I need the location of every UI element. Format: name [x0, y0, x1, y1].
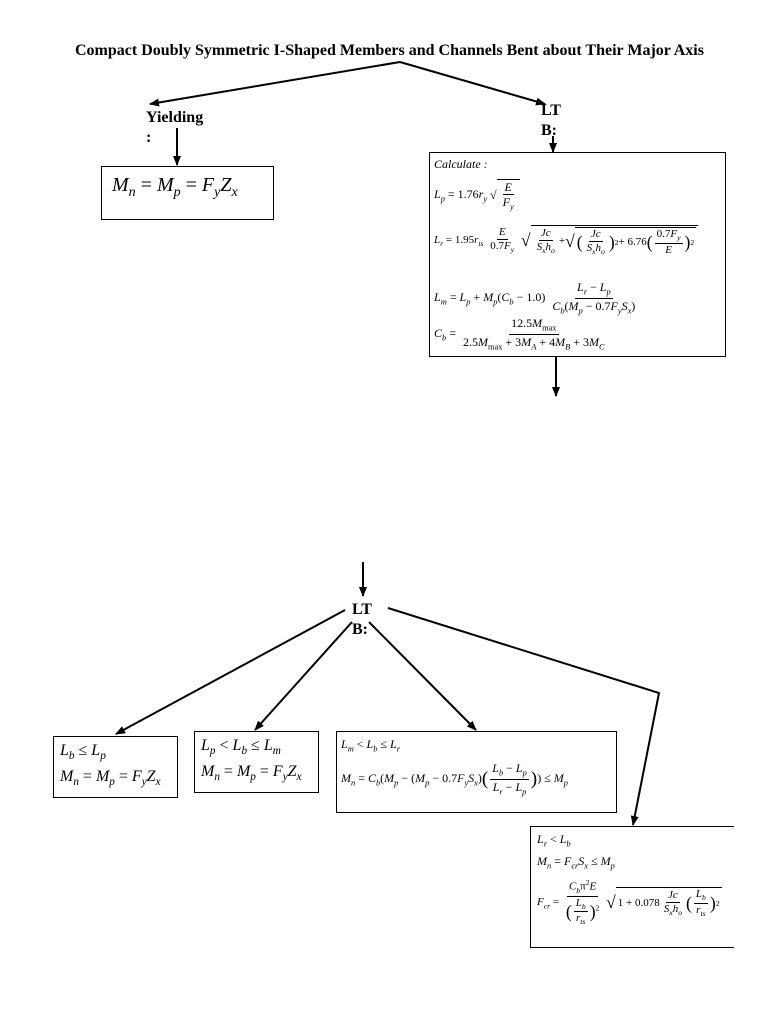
ltb-top-label-line1: LT — [541, 102, 561, 119]
case-4-equation: Mn = FcrSx ≤ Mp — [537, 854, 615, 871]
ltb-bottom-label-line2: B: — [352, 621, 368, 638]
ltb-top-label-line2: B: — [541, 122, 557, 139]
arrow-ltb-to-case4 — [387, 607, 661, 826]
calculate-heading: Calculate : — [434, 157, 488, 171]
case-3-condition: Lm < Lb ≤ Lr — [341, 737, 400, 754]
case-1-box: Lb ≤ Lp Mn = Mp = FyZx — [53, 736, 178, 798]
yielding-equation-box: Mn = Mp = FyZx — [101, 166, 274, 220]
ltb-bottom-label: LT B: — [352, 600, 372, 640]
case-2-equation: Mn = Mp = FyZx — [201, 763, 302, 784]
case-2-condition: Lp < Lb ≤ Lm — [201, 737, 281, 758]
yielding-equation: Mn = Mp = FyZx — [112, 174, 238, 200]
yielding-label-text: Yielding — [146, 109, 204, 126]
ltb-top-label: LT B: — [541, 101, 561, 141]
case-4-condition: Lr < Lb — [537, 832, 571, 849]
case-2-box: Lp < Lb ≤ Lm Mn = Mp = FyZx — [194, 731, 319, 793]
case-1-equation: Mn = Mp = FyZx — [60, 768, 161, 789]
case-3-box: Lm < Lb ≤ Lr Mn = Cb(Mp − (Mp − 0.7FySx)… — [336, 731, 617, 813]
yielding-label: Yielding : — [146, 108, 203, 148]
case-1-condition: Lb ≤ Lp — [60, 742, 106, 763]
arrow-ltb-to-case1 — [115, 609, 346, 735]
ltb-bottom-label-line1: LT — [352, 601, 372, 618]
arrow-title-to-yielding — [149, 61, 401, 107]
arrow-ltb-to-case3 — [368, 621, 477, 731]
yielding-colon: : — [146, 129, 152, 146]
arrow-title-to-ltb — [399, 61, 546, 106]
diagram-title: Compact Doubly Symmetric I-Shaped Member… — [75, 42, 704, 59]
arrow-ltb-to-case2 — [254, 621, 353, 731]
